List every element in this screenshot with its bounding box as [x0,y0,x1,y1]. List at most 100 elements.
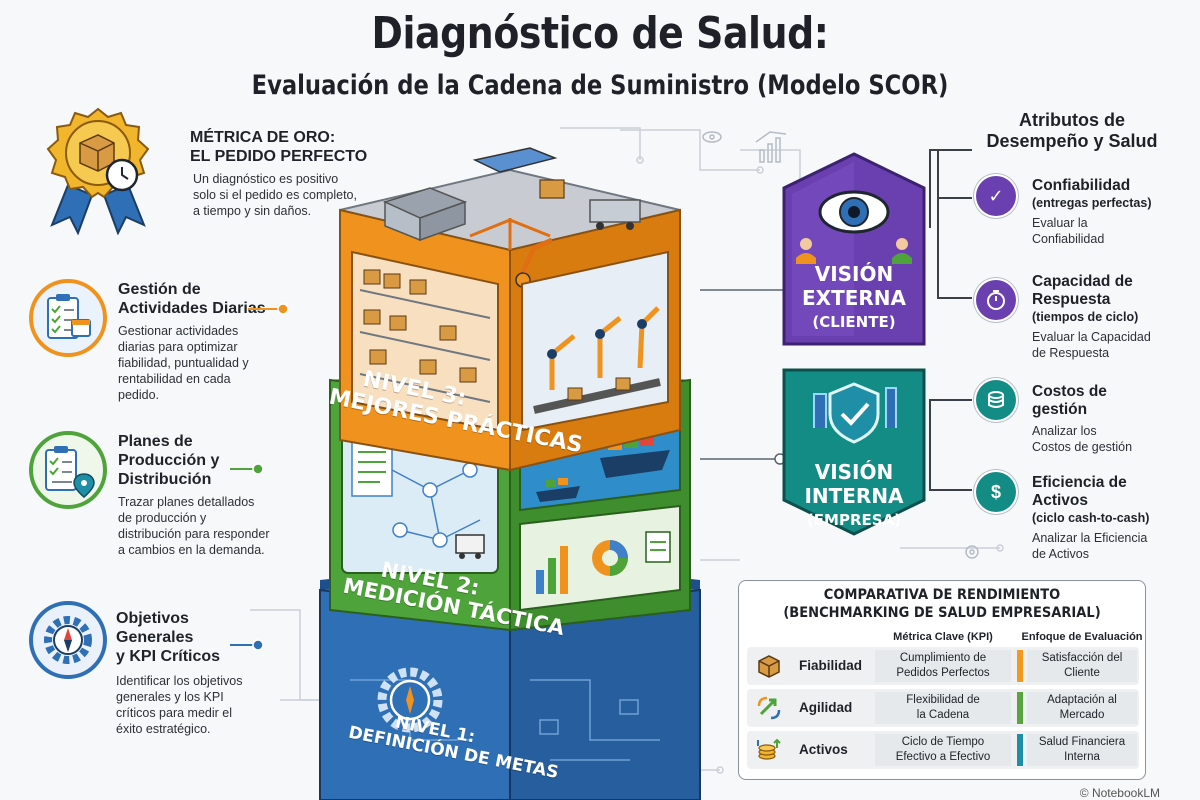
left-item-title: Gestión de Actividades Diarias [118,280,266,318]
row-kpi: Cumplimiento de Pedidos Perfectos [875,650,1011,682]
watermark: © NotebookLM [1079,786,1160,800]
level-3-block [339,147,681,472]
attribute-title: Capacidad de [1032,273,1133,290]
left-item-desc-line: Gestionar actividades [118,324,239,338]
attributes-title-line: Desempeño y Salud [986,131,1158,151]
table-row: Fiabilidad Cumplimiento de Pedidos Perfec… [747,647,1139,685]
shield-label-line: VISIÓN [814,262,894,286]
arrows-cycle-icon [757,696,781,720]
attributes-title-line: Atributos de [1019,110,1125,130]
attribute-desc-line: Evaluar la Capacidad [1032,330,1151,344]
row-focus-line: Salud Financiera [1038,736,1126,748]
left-item-title-line: Actividades Diarias [118,300,266,317]
stopwatch-icon [976,280,1016,320]
left-item-desc-line: pedido. [118,388,160,402]
attribute-desc-line: Evaluar la [1032,216,1088,230]
row-focus-line: Adaptación al [1047,694,1117,706]
row-color-bar [1017,692,1023,724]
left-item-desc-line: a cambios en la demanda. [118,543,265,557]
left-item-desc-line: Identificar los objetivos [116,674,243,688]
internal-vision-label: VISIÓN INTERNA (EMPRESA) [778,460,930,532]
gold-metric-title-line: MÉTRICA DE ORO: [190,129,336,146]
row-label: Agilidad [799,700,853,715]
attribute-subtitle: (ciclo cash-to-cash) [1032,511,1150,525]
attribute-title: Eficiencia de [1032,474,1127,491]
left-item-desc-line: éxito estratégico. [116,722,211,736]
row-focus-line: Interna [1064,751,1100,763]
external-vision-label: VISIÓN EXTERNA (CLIENTE) [778,262,930,334]
left-item-desc: Identificar los objetivos generales y lo… [116,673,242,737]
row-kpi-line: la Cadena [916,709,970,721]
table-row: Agilidad Flexibilidad de la Cadena Adapta… [747,689,1139,727]
left-item-desc-line: generales y los KPI [116,690,224,704]
shield-label-line: EXTERNA [801,286,906,310]
gold-metric-desc-line: a tiempo y sin daños. [193,204,312,218]
attribute-title: gestión [1032,401,1088,418]
gold-metric-desc: Un diagnóstico es positivo solo si el pe… [193,171,357,219]
shield-label-line: (EMPRESA) [806,511,902,529]
left-item-title-line: Producción y [118,452,220,469]
left-item-desc: Trazar planes detallados de producción y… [118,494,269,558]
row-label: Activos [799,742,848,757]
row-kpi-line: Flexibilidad de [906,694,980,706]
benchmark-title-line: COMPARATIVA DE RENDIMIENTO [823,587,1061,603]
attributes-title: Atributos de Desempeño y Salud [972,110,1172,152]
attribute-item: Capacidad de Respuesta (tiempos de ciclo… [1032,273,1151,361]
row-label: Fiabilidad [799,658,863,673]
check-icon: ✓ [976,176,1016,216]
left-item-title-line: Planes de [118,433,193,450]
left-item-desc-line: de producción y [118,511,207,525]
row-kpi-line: Efectivo a Efectivo [895,751,991,763]
row-focus-line: Cliente [1064,667,1100,679]
attribute-title: Costos de [1032,383,1107,400]
row-focus: Adaptación al Mercado [1027,692,1137,724]
column-header-kpi: Métrica Clave (KPI) [893,631,993,643]
left-item-title: Objetivos Generales y KPI Críticos [116,609,220,666]
row-color-bar [1017,650,1023,682]
left-item-desc-line: distribución para responder [118,527,270,541]
row-focus-line: Mercado [1059,709,1105,721]
row-kpi-line: Ciclo de Tiempo [901,736,985,748]
attribute-title: Respuesta [1032,291,1111,308]
left-item-desc: Gestionar actividades diarias para optim… [118,323,249,403]
attribute-desc-line: Analizar la Eficiencia [1032,531,1148,545]
dollar-cycle-icon: $ [976,472,1016,512]
attribute-title: Confiabilidad [1032,177,1131,194]
row-color-bar [1017,734,1023,766]
benchmark-title-line: (BENCHMARKING DE SALUD EMPRESARIAL) [783,605,1101,621]
checklist-calendar-icon [29,279,107,357]
gold-metric-title: MÉTRICA DE ORO: EL PEDIDO PERFECTO [190,128,367,166]
gold-metric-title-line: EL PEDIDO PERFECTO [190,148,368,165]
gear-compass-icon [29,601,107,679]
left-item-desc-line: críticos para medir el [116,706,233,720]
attribute-subtitle: (tiempos de ciclo) [1032,310,1139,324]
attribute-subtitle: (entregas perfectas) [1032,196,1152,210]
coins-arrows-icon [757,738,781,760]
gold-medal-icon [46,107,150,235]
left-item-title-line: Gestión de [118,281,201,298]
row-focus-line: Satisfacción del [1041,652,1123,664]
attribute-desc-line: Confiabilidad [1032,232,1105,246]
left-item-desc-line: fiabilidad, puntualidad y [118,356,249,370]
row-kpi-line: Pedidos Perfectos [896,667,990,679]
shield-label-line: VISIÓN [814,460,894,484]
shield-label-line: (CLIENTE) [812,313,896,331]
attribute-desc-line: de Activos [1032,547,1089,561]
page-title: Diagnóstico de Salud: [371,8,829,59]
left-item-title-line: Objetivos [116,610,189,627]
left-item-desc-line: Trazar planes detallados [118,495,255,509]
scor-levels-stack [319,147,701,800]
attribute-item: Confiabilidad (entregas perfectas) Evalu… [1032,177,1152,247]
attribute-desc-line: Costos de gestión [1032,440,1133,454]
coins-icon [976,380,1016,420]
attribute-desc-line: de Respuesta [1032,346,1110,360]
left-item-title-line: y KPI Críticos [116,648,221,665]
left-item-title-line: Generales [116,629,194,646]
row-kpi-line: Cumplimiento de [899,652,987,664]
left-item-desc-line: rentabilidad en cada [118,372,231,386]
vision-shields [782,152,926,536]
attribute-title: Activos [1032,492,1088,509]
